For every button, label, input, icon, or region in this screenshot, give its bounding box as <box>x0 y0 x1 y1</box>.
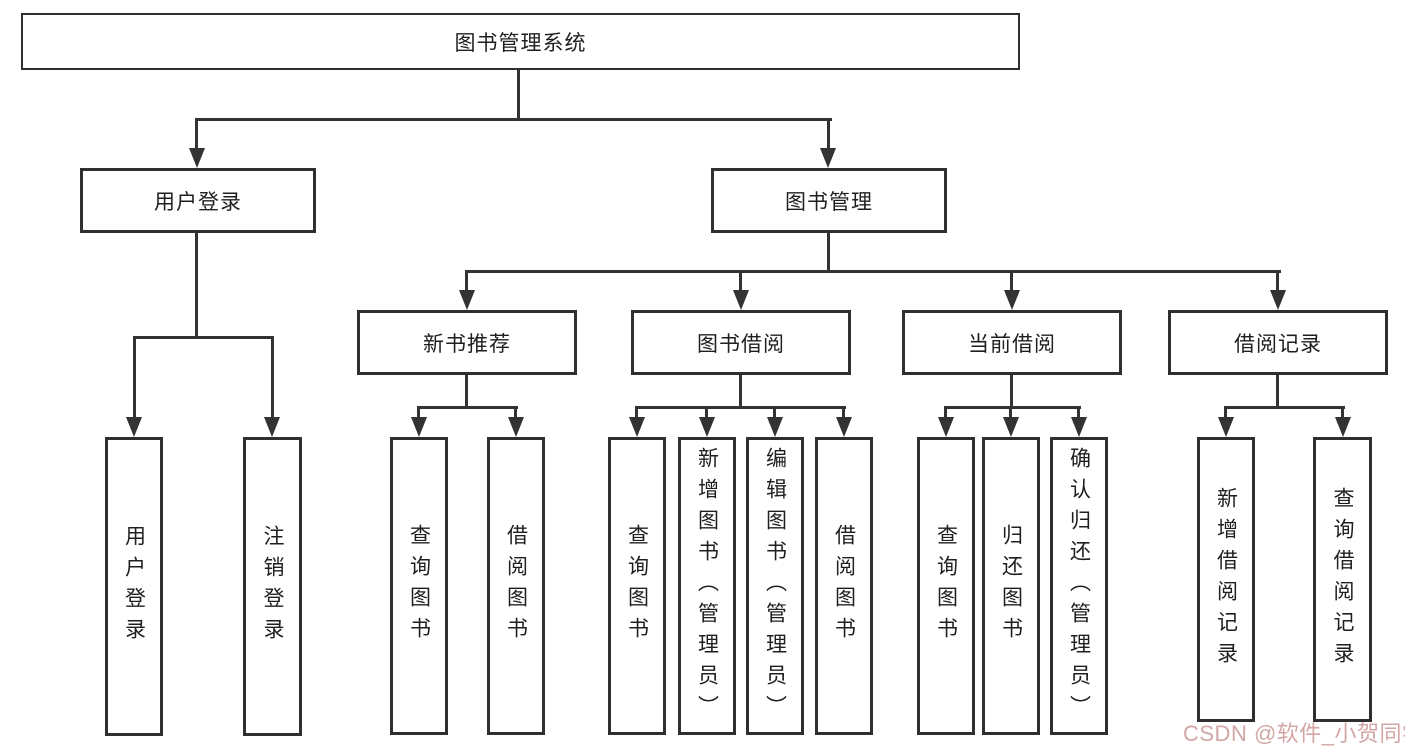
connector-stub <box>417 406 420 420</box>
leaf-borrow-query-book: 查询图书 <box>608 437 666 735</box>
connector-stub <box>271 336 274 420</box>
connector-current-stem <box>1010 375 1013 409</box>
node-current-borrow: 当前借阅 <box>902 310 1122 375</box>
connector-stub <box>1224 406 1227 420</box>
leaf-current-query-book-label: 查询图书 <box>934 524 958 648</box>
leaf-borrow-borrow-book: 借阅图书 <box>815 437 873 735</box>
leaf-current-query-book: 查询图书 <box>917 437 975 735</box>
leaf-recommend-borrow-book-label: 借阅图书 <box>504 524 528 648</box>
node-book-management-label: 图书管理 <box>785 190 873 214</box>
leaf-recommend-query-book: 查询图书 <box>390 437 448 735</box>
node-book-borrow-label: 图书借阅 <box>697 332 785 356</box>
node-book-borrow: 图书借阅 <box>631 310 851 375</box>
connector-borrow-rail <box>635 406 846 409</box>
connector-stub <box>1077 406 1080 420</box>
leaf-user-login: 用户登录 <box>105 437 163 736</box>
connector-stub <box>1341 406 1344 420</box>
arrow-down-icon <box>1071 417 1087 437</box>
connector-stub <box>1010 270 1013 293</box>
leaf-record-query-borrow-record-label: 查询借阅记录 <box>1331 486 1354 673</box>
connector-stub <box>1276 270 1279 293</box>
arrow-down-icon <box>189 148 205 168</box>
connector-record-rail <box>1224 406 1345 409</box>
node-book-management: 图书管理 <box>711 168 947 233</box>
leaf-borrow-add-book-admin-label: 新增图书（管理员） <box>695 446 719 726</box>
connector-level2-rail <box>195 118 832 121</box>
connector-borrow-stem <box>739 375 742 409</box>
connector-recommend-rail <box>417 406 518 409</box>
leaf-borrow-edit-book-admin-label: 编辑图书（管理员） <box>763 446 787 726</box>
leaf-user-login-label: 用户登录 <box>122 524 146 649</box>
node-new-book-recommend: 新书推荐 <box>357 310 577 375</box>
leaf-current-confirm-return-admin: 确认归还（管理员） <box>1050 437 1108 735</box>
arrow-down-icon <box>733 290 749 310</box>
leaf-logout-login-label: 注销登录 <box>261 524 284 649</box>
leaf-logout-login: 注销登录 <box>243 437 302 736</box>
connector-stub <box>1009 406 1012 420</box>
arrow-down-icon <box>1218 417 1234 437</box>
node-root-label: 图书管理系统 <box>454 31 587 55</box>
connector-stub <box>773 406 776 420</box>
connector-stub <box>133 336 136 420</box>
arrow-down-icon <box>264 417 280 437</box>
arrow-down-icon <box>767 417 783 437</box>
leaf-borrow-add-book-admin: 新增图书（管理员） <box>678 437 736 735</box>
connector-record-stem <box>1276 375 1279 409</box>
leaf-borrow-query-book-label: 查询图书 <box>625 524 649 648</box>
leaf-recommend-borrow-book: 借阅图书 <box>487 437 545 735</box>
leaf-record-add-borrow-record: 新增借阅记录 <box>1197 437 1255 722</box>
arrow-down-icon <box>1270 290 1286 310</box>
node-borrow-record: 借阅记录 <box>1168 310 1388 375</box>
connector-stub <box>827 118 830 150</box>
arrow-down-icon <box>459 290 475 310</box>
connector-stub <box>635 406 638 420</box>
connector-userlogin-stem <box>195 233 198 339</box>
node-user-login-label: 用户登录 <box>154 190 242 214</box>
leaf-current-confirm-return-admin-label: 确认归还（管理员） <box>1067 446 1091 726</box>
leaf-record-add-borrow-record-label: 新增借阅记录 <box>1214 486 1238 673</box>
arrow-down-icon <box>836 417 852 437</box>
node-borrow-record-label: 借阅记录 <box>1234 332 1322 356</box>
connector-level3-rail <box>465 270 1281 273</box>
arrow-down-icon <box>699 417 715 437</box>
connector-stub <box>195 118 198 150</box>
leaf-borrow-borrow-book-label: 借阅图书 <box>832 524 856 648</box>
connector-root-stem <box>517 70 520 120</box>
arrow-down-icon <box>820 148 836 168</box>
leaf-current-return-book-label: 归还图书 <box>999 524 1023 648</box>
arrow-down-icon <box>629 417 645 437</box>
leaf-record-query-borrow-record: 查询借阅记录 <box>1313 437 1372 722</box>
arrow-down-icon <box>1335 417 1351 437</box>
leaf-borrow-edit-book-admin: 编辑图书（管理员） <box>746 437 804 735</box>
connector-stub <box>944 406 947 420</box>
connector-current-rail <box>944 406 1081 409</box>
connector-recommend-stem <box>465 375 468 409</box>
node-user-login: 用户登录 <box>80 168 316 233</box>
arrow-down-icon <box>126 417 142 437</box>
arrow-down-icon <box>938 417 954 437</box>
connector-stub <box>842 406 845 420</box>
csdn-watermark: CSDN @软件_小贺同学 <box>1183 721 1405 746</box>
connector-userlogin-rail <box>133 336 274 339</box>
leaf-recommend-query-book-label: 查询图书 <box>407 524 431 648</box>
arrow-down-icon <box>1004 290 1020 310</box>
node-current-borrow-label: 当前借阅 <box>968 332 1056 356</box>
connector-stub <box>705 406 708 420</box>
connector-stub <box>514 406 517 420</box>
node-root: 图书管理系统 <box>21 13 1020 70</box>
connector-stub <box>739 270 742 293</box>
arrow-down-icon <box>508 417 524 437</box>
node-new-book-recommend-label: 新书推荐 <box>423 332 511 356</box>
arrow-down-icon <box>411 417 427 437</box>
arrow-down-icon <box>1003 417 1019 437</box>
leaf-current-return-book: 归还图书 <box>982 437 1040 735</box>
connector-bookmgmt-stem <box>827 233 830 273</box>
connector-stub <box>465 270 468 293</box>
